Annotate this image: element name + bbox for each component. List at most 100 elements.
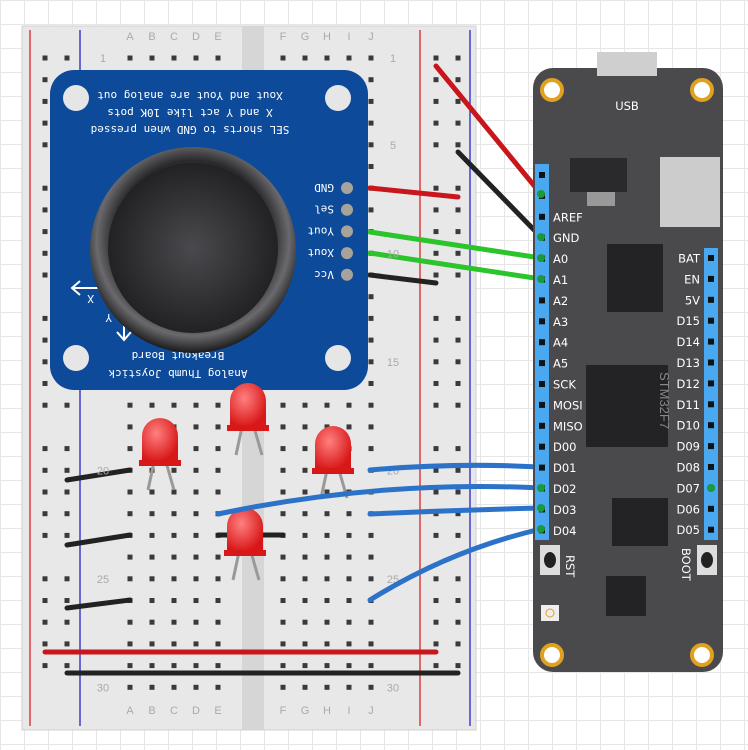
hole[interactable] (280, 511, 286, 517)
hole[interactable] (171, 402, 177, 408)
rail-hole[interactable] (455, 77, 461, 83)
hole[interactable] (215, 424, 221, 430)
hole[interactable] (193, 598, 199, 603)
hole[interactable] (127, 576, 133, 582)
rail-hole[interactable] (455, 489, 461, 495)
hole[interactable] (368, 77, 374, 83)
rail-hole[interactable] (455, 663, 461, 669)
hole[interactable] (149, 55, 155, 61)
hole[interactable] (302, 402, 308, 408)
rail-hole[interactable] (64, 576, 70, 582)
hole[interactable] (368, 207, 374, 213)
header-pin[interactable] (539, 172, 545, 178)
hole[interactable] (280, 554, 286, 560)
rail-hole[interactable] (455, 532, 461, 538)
hole[interactable] (171, 55, 177, 61)
header-pin[interactable] (708, 296, 714, 303)
rail-hole[interactable] (433, 381, 439, 386)
rail-hole[interactable] (433, 402, 439, 408)
hole[interactable] (346, 619, 352, 625)
rail-hole[interactable] (64, 663, 70, 669)
header-pin[interactable] (539, 339, 545, 346)
rail-hole[interactable] (64, 467, 70, 473)
hole[interactable] (324, 684, 330, 690)
rail-hole[interactable] (42, 467, 48, 473)
hole[interactable] (193, 532, 199, 538)
hole[interactable] (346, 554, 352, 560)
header-pin[interactable] (708, 401, 714, 408)
hole[interactable] (302, 446, 308, 452)
rail-hole[interactable] (42, 337, 48, 343)
red-led[interactable] (224, 508, 266, 581)
hole[interactable] (368, 98, 374, 104)
hole[interactable] (346, 684, 352, 690)
hole[interactable] (127, 446, 133, 452)
rail-hole[interactable] (42, 663, 48, 669)
hole[interactable] (193, 684, 199, 690)
joystick-pin[interactable] (341, 225, 353, 238)
hole[interactable] (280, 467, 286, 473)
hole[interactable] (302, 532, 308, 538)
hole[interactable] (127, 554, 133, 560)
hole[interactable] (302, 467, 308, 473)
header-pin[interactable] (539, 422, 545, 429)
hole[interactable] (368, 684, 374, 690)
hole[interactable] (193, 554, 199, 560)
hole[interactable] (127, 402, 133, 408)
hole[interactable] (368, 55, 374, 61)
hole[interactable] (149, 598, 155, 603)
hole[interactable] (302, 619, 308, 625)
joystick-pin[interactable] (341, 203, 353, 216)
hole[interactable] (171, 554, 177, 560)
hole[interactable] (171, 641, 177, 647)
rail-hole[interactable] (64, 511, 70, 517)
hole[interactable] (193, 663, 199, 669)
rail-hole[interactable] (433, 207, 439, 213)
rail-hole[interactable] (433, 467, 439, 473)
hole[interactable] (368, 446, 374, 452)
hole[interactable] (368, 641, 374, 647)
header-pin[interactable] (708, 275, 714, 282)
hole[interactable] (302, 554, 308, 560)
hole[interactable] (171, 511, 177, 517)
hole[interactable] (280, 684, 286, 690)
hole[interactable] (215, 467, 221, 473)
hole[interactable] (171, 489, 177, 495)
hole[interactable] (149, 684, 155, 690)
hole[interactable] (149, 489, 155, 495)
hole[interactable] (193, 467, 199, 473)
hole[interactable] (324, 55, 330, 61)
header-pin[interactable] (708, 443, 714, 450)
hole[interactable] (193, 641, 199, 647)
rail-hole[interactable] (64, 619, 70, 625)
rail-hole[interactable] (455, 576, 461, 582)
rail-hole[interactable] (42, 641, 48, 647)
hole[interactable] (171, 467, 177, 473)
hole[interactable] (193, 511, 199, 517)
joystick-pin[interactable] (341, 182, 353, 194)
hole[interactable] (193, 446, 199, 452)
hole[interactable] (324, 576, 330, 582)
hole[interactable] (149, 663, 155, 669)
hole[interactable] (324, 532, 330, 538)
hole[interactable] (127, 511, 133, 517)
rail-hole[interactable] (42, 98, 48, 104)
header-pin[interactable] (708, 464, 714, 470)
hole[interactable] (171, 532, 177, 538)
rail-hole[interactable] (433, 619, 439, 625)
rail-hole[interactable] (42, 185, 48, 191)
rail-hole[interactable] (433, 359, 439, 365)
hole[interactable] (193, 489, 199, 495)
hole[interactable] (193, 424, 199, 430)
rail-hole[interactable] (433, 641, 439, 647)
hole[interactable] (324, 424, 330, 430)
hole[interactable] (215, 55, 221, 61)
hole[interactable] (346, 663, 352, 669)
rail-hole[interactable] (455, 467, 461, 473)
rail-hole[interactable] (42, 446, 48, 452)
header-pin[interactable] (708, 505, 714, 512)
rail-hole[interactable] (455, 207, 461, 213)
header-pin[interactable] (708, 422, 714, 429)
rail-hole[interactable] (433, 446, 439, 452)
hole[interactable] (149, 641, 155, 647)
